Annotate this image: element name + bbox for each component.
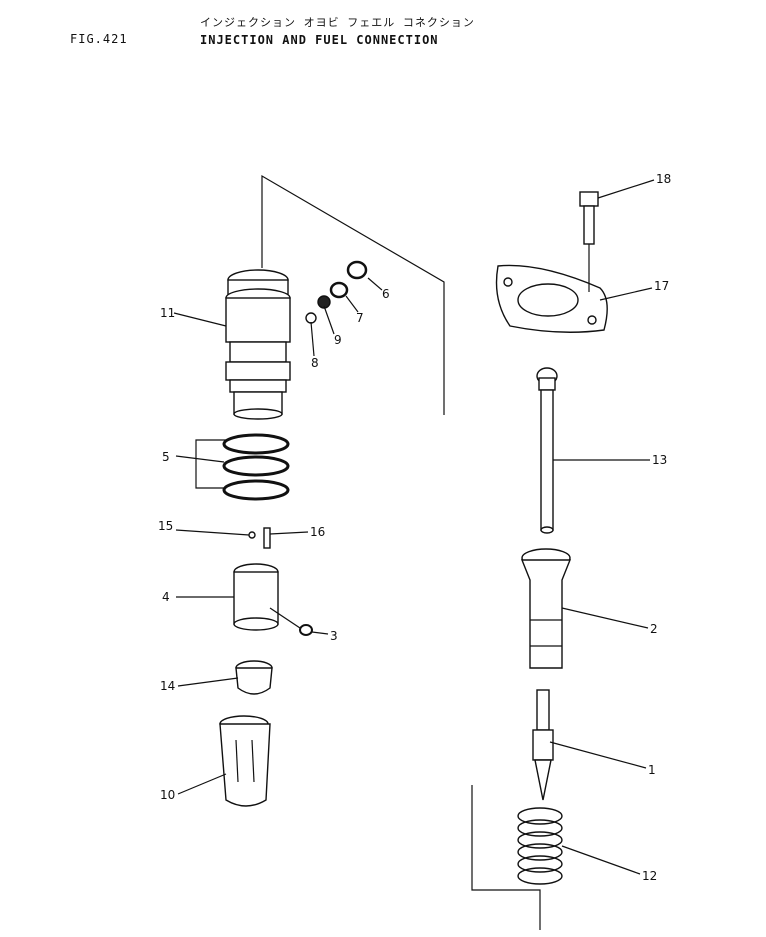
callout-14: 14 (160, 679, 175, 693)
assembly-bracket-left (261, 174, 445, 415)
part-1-needle-valve (532, 689, 554, 801)
callout-15: 15 (158, 519, 173, 533)
part-7-ring (329, 281, 349, 299)
callout-13: 13 (652, 453, 667, 467)
callout-9: 9 (334, 333, 342, 347)
part-14-nozzle-tip (235, 660, 273, 695)
figure-number: FIG.421 (70, 32, 128, 46)
part-16-pin (263, 527, 271, 549)
part-4-spacer (233, 563, 279, 631)
part-15-ball (248, 531, 256, 539)
part-9-screw (317, 295, 331, 309)
part-6-ring (346, 260, 368, 280)
callout-10: 10 (160, 788, 175, 802)
callout-8: 8 (311, 356, 319, 370)
part-3-seal (299, 624, 313, 636)
title-japanese: インジェクション オヨビ フェエル コネクション (200, 16, 475, 29)
callout-11: 11 (160, 306, 175, 320)
callout-6: 6 (382, 287, 390, 301)
part-8-seal (305, 312, 317, 324)
callout-17: 17 (654, 279, 669, 293)
leader-lines (173, 179, 655, 875)
callout-2: 2 (650, 622, 658, 636)
part-13-rod (536, 367, 558, 534)
assembly-bracket-right (471, 785, 541, 930)
part-18-bolt (579, 191, 599, 245)
callout-3: 3 (330, 629, 338, 643)
part-10-retaining-nut (219, 715, 271, 807)
callout-7: 7 (356, 311, 364, 325)
part-17-flange (495, 264, 608, 333)
callout-1: 1 (648, 763, 656, 777)
callout-4: 4 (162, 590, 170, 604)
callout-5: 5 (162, 450, 170, 464)
part-5-o-rings (195, 433, 290, 501)
part-11-nozzle-holder (225, 269, 291, 420)
callout-16: 16 (310, 525, 325, 539)
callout-12: 12 (642, 869, 657, 883)
callout-18: 18 (656, 172, 671, 186)
part-2-spindle (520, 548, 572, 669)
title-english: INJECTION AND FUEL CONNECTION (200, 33, 439, 47)
part-12-spring (517, 807, 563, 885)
